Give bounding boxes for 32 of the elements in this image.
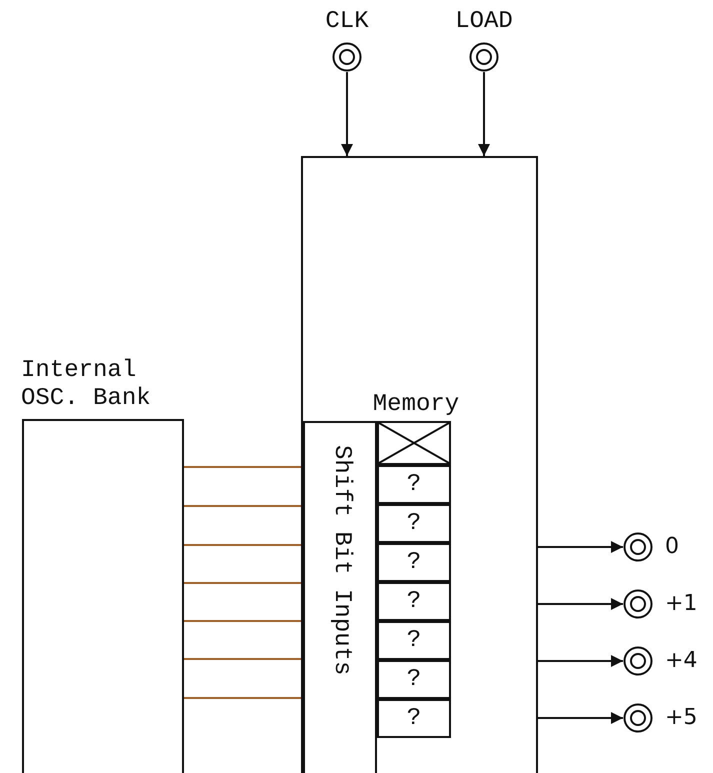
column-heading: Memory bbox=[372, 391, 460, 419]
arrow bbox=[538, 712, 623, 724]
terminal-label: CLK bbox=[324, 8, 370, 36]
arrow bbox=[341, 72, 353, 156]
main-block bbox=[301, 156, 538, 773]
arrow bbox=[538, 598, 623, 610]
terminal-label: LOAD bbox=[454, 8, 514, 36]
terminal-label: +5 bbox=[665, 704, 698, 732]
arrow bbox=[538, 655, 623, 667]
connector-line bbox=[184, 658, 303, 660]
terminal-label: +4 bbox=[665, 647, 698, 675]
memory-cell: ? bbox=[377, 621, 451, 660]
memory-cell: ? bbox=[377, 543, 451, 582]
shift-input-box bbox=[303, 421, 377, 773]
terminal-label: 0 bbox=[665, 533, 679, 561]
connector-line bbox=[184, 582, 303, 584]
connector-line bbox=[184, 620, 303, 622]
memory-cell: ? bbox=[377, 465, 451, 504]
memory-cell: ? bbox=[377, 699, 451, 738]
terminal-label: +1 bbox=[665, 590, 698, 618]
connector-line bbox=[184, 544, 303, 546]
arrow bbox=[538, 541, 623, 553]
arrow bbox=[478, 72, 490, 156]
memory-cell: ? bbox=[377, 504, 451, 543]
memory-cell: ? bbox=[377, 582, 451, 621]
vertical-label: Shift Bit Inputs bbox=[327, 445, 355, 676]
block-heading: Internal OSC. Bank bbox=[21, 357, 152, 413]
memory-cell: ? bbox=[377, 660, 451, 699]
connector-line bbox=[184, 466, 303, 468]
connector-line bbox=[184, 505, 303, 507]
connector-line bbox=[184, 697, 303, 699]
crossed-cell bbox=[377, 421, 451, 465]
